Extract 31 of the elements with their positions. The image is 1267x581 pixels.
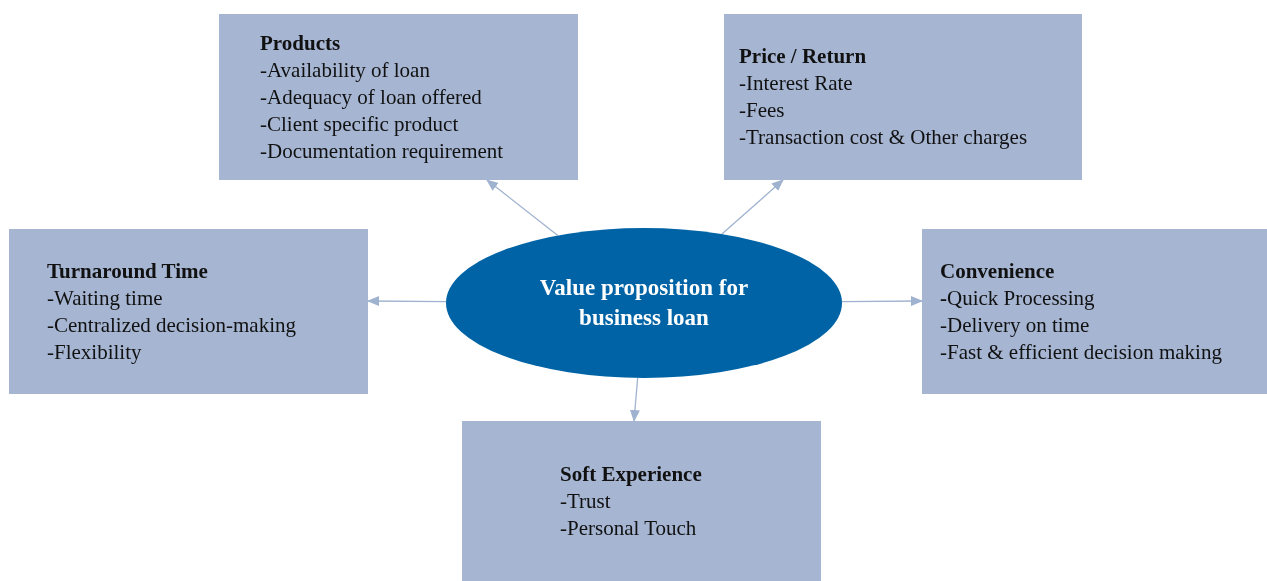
list-item: -Personal Touch (560, 514, 697, 542)
list-item: -Quick Processing (940, 284, 1095, 312)
box-heading: Turnaround Time (47, 257, 208, 285)
list-item: -Trust (560, 487, 611, 515)
arrow (629, 377, 640, 422)
category-box (922, 229, 1267, 394)
category-box (462, 421, 821, 581)
list-item: -Transaction cost & Other charges (739, 124, 1028, 151)
arrow (486, 179, 559, 237)
box-heading: Convenience (940, 257, 1055, 285)
center-title: Value proposition for business loan (538, 274, 750, 332)
list-item: -Waiting time (47, 284, 163, 312)
list-item: -Adequacy of loan offered (260, 83, 482, 111)
list-item: -Fast & efficient decision making (940, 338, 1222, 366)
arrow (721, 179, 784, 235)
list-item: -Fees (739, 97, 785, 124)
list-item: -Centralized decision-making (47, 311, 296, 339)
list-item: -Availability of loan (260, 56, 430, 84)
category-box (724, 14, 1082, 180)
list-item: -Flexibility (47, 338, 142, 366)
list-item: -Delivery on time (940, 311, 1090, 339)
list-item: -Client specific product (260, 110, 459, 138)
arrow (841, 296, 923, 307)
category-box (219, 14, 578, 180)
box-heading: Price / Return (739, 43, 867, 70)
arrow (367, 296, 447, 307)
list-item: -Documentation requirement (260, 137, 504, 165)
box-heading: Products (260, 29, 341, 57)
category-box (9, 229, 368, 394)
box-heading: Soft Experience (560, 460, 702, 488)
list-item: -Interest Rate (739, 70, 853, 97)
